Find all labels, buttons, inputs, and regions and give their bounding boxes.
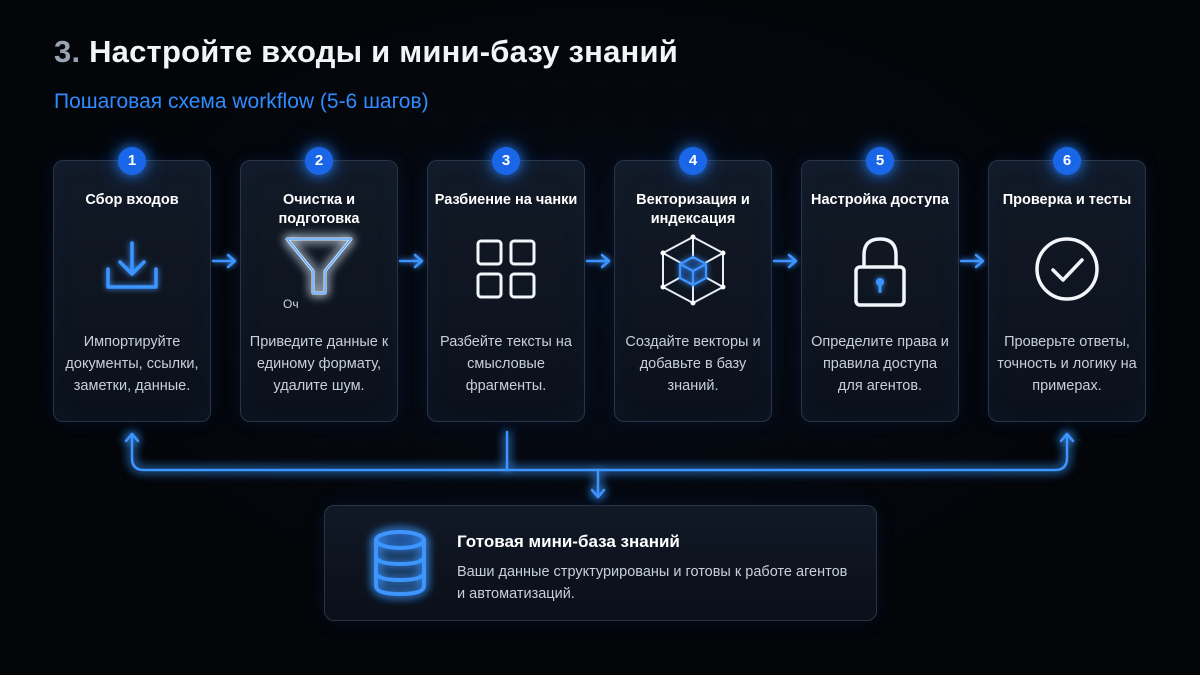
step-title: Очистка и подготовка [278, 192, 360, 227]
knowledge-base-title: Готовая мини-база знаний [457, 532, 680, 551]
knowledge-base-card: Готовая мини-база знаний Ваши данные стр… [324, 505, 877, 621]
cube-network-icon [653, 231, 733, 311]
step-number-badge: 2 [305, 147, 333, 175]
arrow-3-4 [585, 253, 611, 269]
step-card-3: 3 Разбиение на чанки Разбейте тексты на … [427, 147, 585, 422]
step-number-badge: 5 [866, 147, 894, 175]
step-card-6: 6 Проверка и тесты Проверьте ответы, точ… [988, 147, 1146, 422]
step-title: Проверка и тесты [1002, 192, 1132, 208]
step-number-badge: 3 [492, 147, 520, 175]
arrow-1-2 [211, 253, 237, 269]
step-icon-caption: Оч [283, 297, 299, 311]
arrow-2-3 [398, 253, 424, 269]
step-description: Определите права и правила доступа для а… [811, 334, 949, 394]
step-card-1: 1 Сбор входов Импортируйте документы, сс… [53, 147, 211, 422]
knowledge-base-description: Ваши данные структурированы и готовы к р… [457, 564, 848, 602]
step-description: Создайте векторы и добавьте в базу знани… [625, 334, 761, 394]
padlock-icon [840, 231, 920, 311]
grid-icon [466, 231, 546, 311]
step-title: Сбор входов [85, 192, 179, 208]
feedback-arrow-right-head [1059, 432, 1075, 443]
database-icon [365, 528, 435, 600]
step-description: Приведите данные к единому формату, удал… [249, 334, 389, 394]
check-circle-icon [1027, 231, 1107, 311]
arrow-5-6 [959, 253, 985, 269]
step-title: Настройка доступа [811, 192, 949, 208]
section-number: 3. [54, 34, 81, 69]
kb-arrow-head [590, 488, 606, 499]
step-card-4: 4 Векторизация и индексация [614, 147, 772, 422]
step-description: Импортируйте документы, ссылки, заметки,… [65, 334, 199, 394]
page-title-text: Настройте входы и мини-базу знаний [89, 34, 678, 69]
arrow-4-5 [772, 253, 798, 269]
step-card-5: 5 Настройка доступа Определите права и п… [801, 147, 959, 422]
feedback-bus [130, 432, 1069, 472]
step-number-badge: 6 [1053, 147, 1081, 175]
page-subtitle: Пошаговая схема workflow (5-6 шагов) [54, 90, 429, 113]
feedback-arrow-left-head [124, 432, 140, 443]
funnel-icon [279, 231, 359, 311]
step-number-badge: 1 [118, 147, 146, 175]
step-title: Векторизация и индексация [636, 192, 750, 227]
download-tray-icon [92, 231, 172, 311]
step-description: Разбейте тексты на смысловые фрагменты. [440, 334, 572, 394]
step-description: Проверьте ответы, точность и логику на п… [997, 334, 1137, 394]
step-card-2: 2 Очистка и подготовка Оч Приведите данн… [240, 147, 398, 422]
step-title: Разбиение на чанки [434, 192, 578, 208]
page-title: 3. Настройте входы и мини-базу знаний [54, 34, 678, 70]
step-number-badge: 4 [679, 147, 707, 175]
